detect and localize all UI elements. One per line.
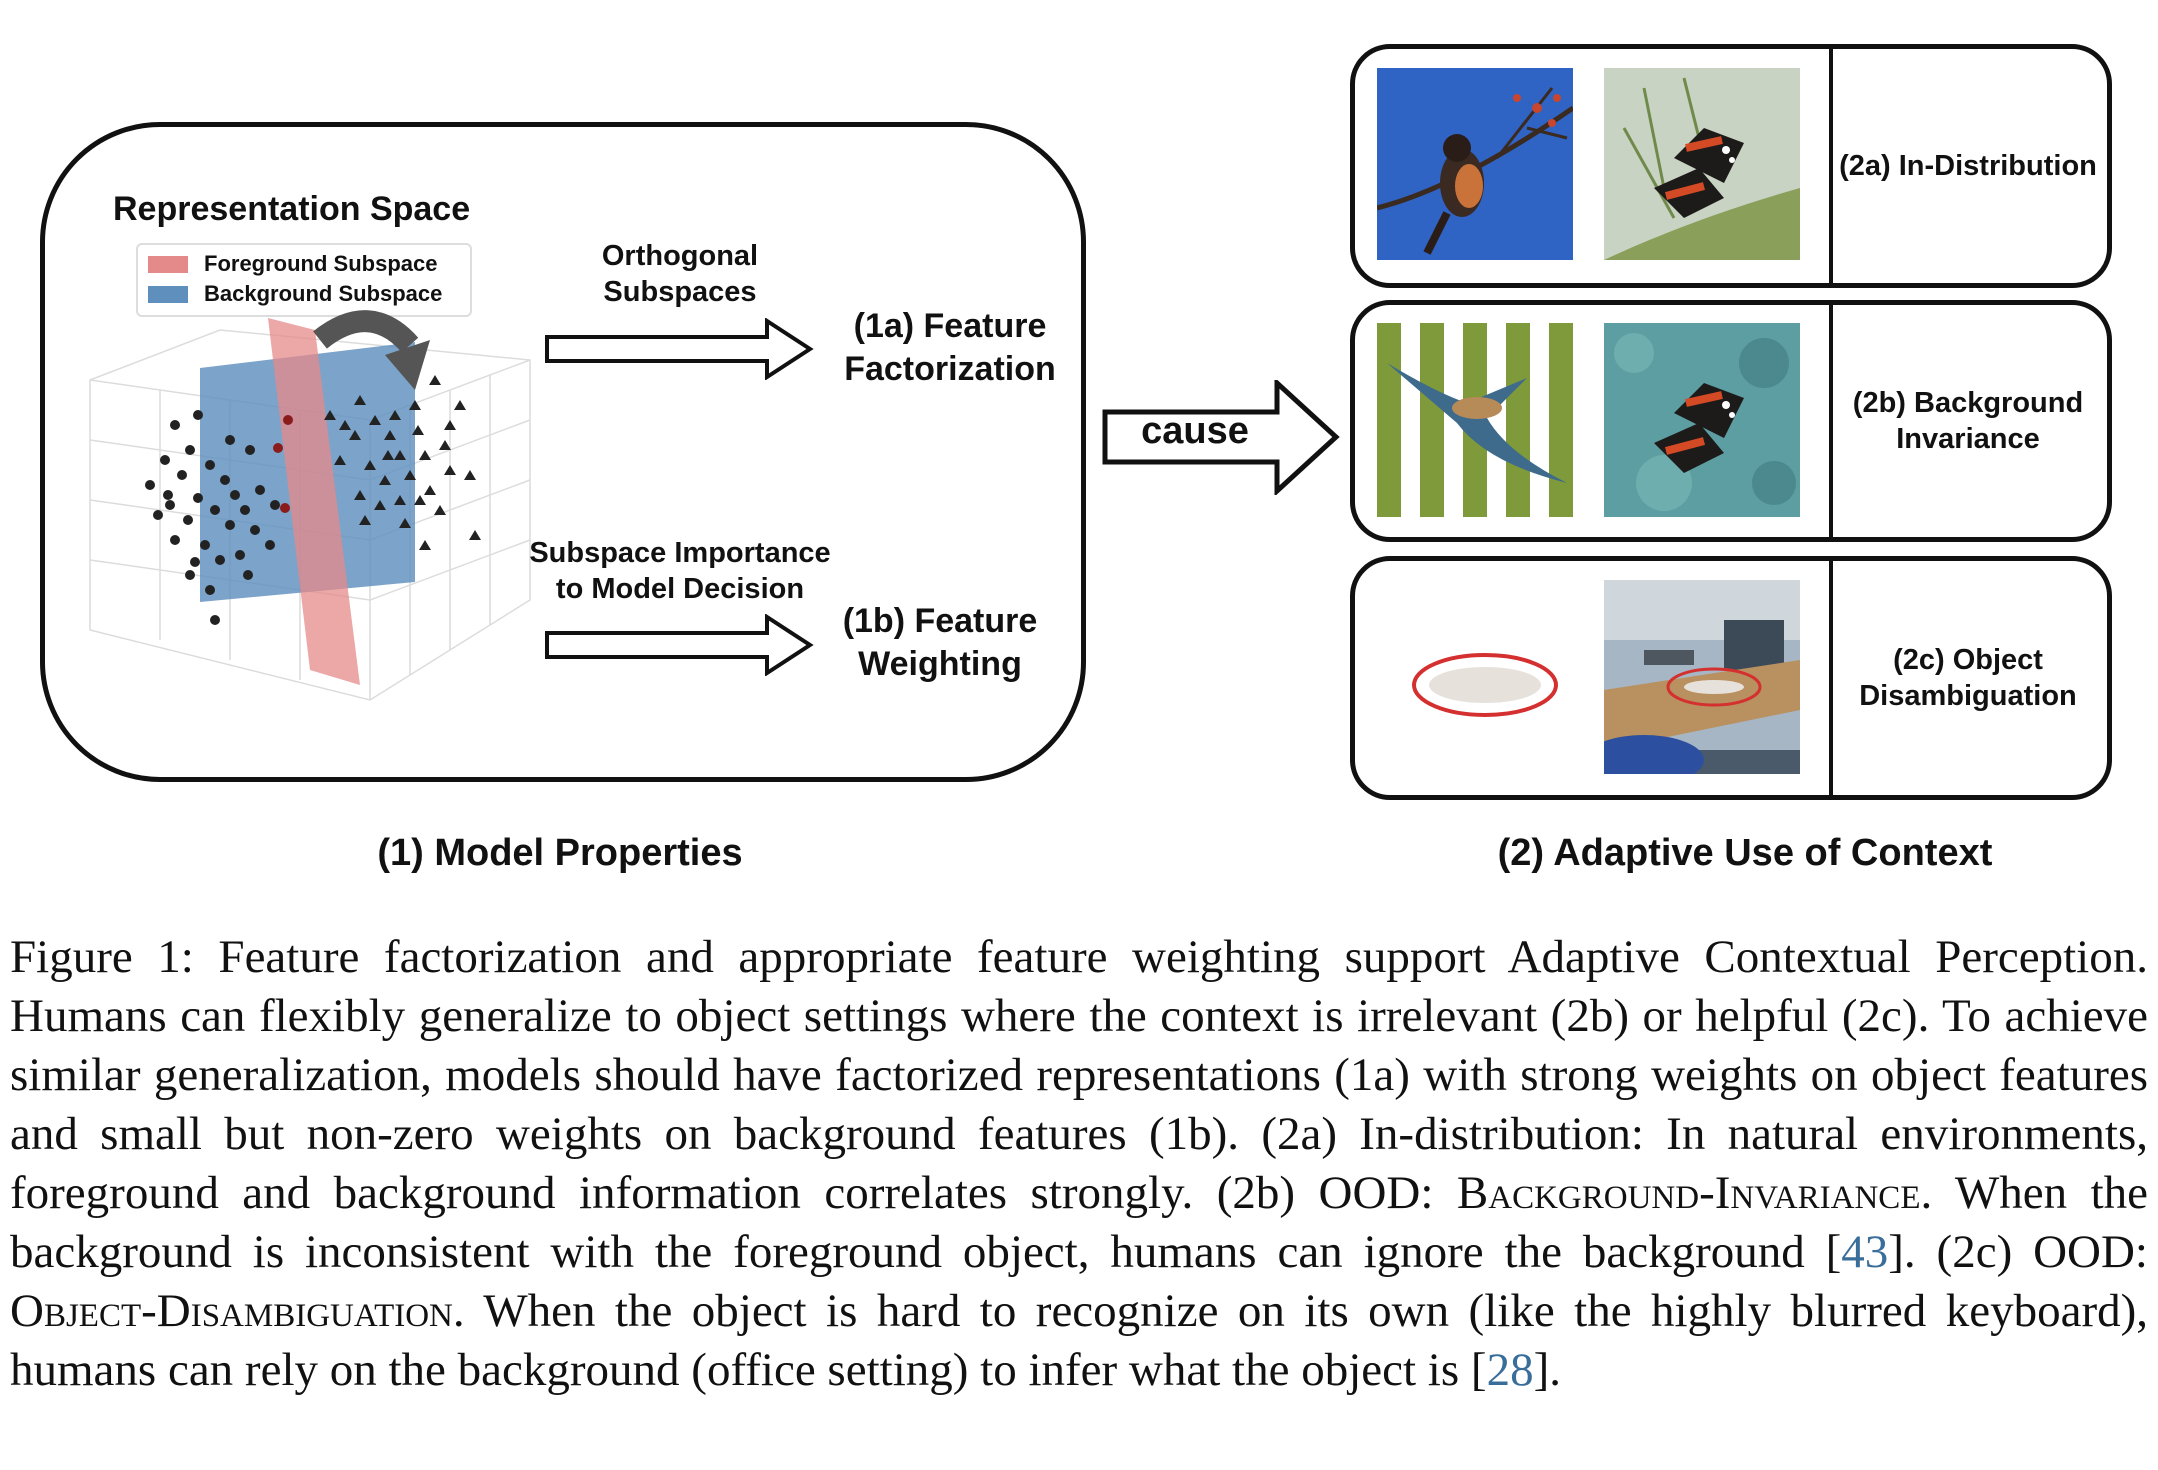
foreground-subspace-plane — [268, 318, 360, 685]
caption-smallcaps-1: Background-Invariance — [1456, 1167, 1921, 1219]
cause-arrow-icon — [1102, 380, 1340, 495]
blurred-keyboard-icon — [1412, 653, 1558, 717]
cause-label: cause — [1141, 410, 1249, 452]
red-points — [273, 415, 293, 513]
object-disambiguation-label: (2c) Object Disambiguation — [1859, 643, 2077, 712]
butterfly-on-water-photo — [1604, 323, 1800, 517]
citation-link[interactable]: 28 — [1486, 1344, 1534, 1396]
caption-text-3: ]. (2c) OOD: — [1888, 1226, 2148, 1278]
in-distribution-row — [1350, 44, 2112, 288]
row-divider — [1829, 49, 1833, 283]
figure-caption: Figure 1: Feature factorization and appr… — [10, 928, 2148, 1400]
caption-text-1: Figure 1: Feature factorization and appr… — [10, 931, 2148, 1219]
representation-space-title: Representation Space — [113, 190, 471, 228]
feature-weighting-label: (1b) Feature Weighting — [842, 602, 1038, 683]
caption-text-5: ]. — [1533, 1344, 1561, 1396]
background-legend-label: Background Subspace — [204, 281, 443, 306]
caption-text-2: . When the background is inconsistent wi… — [10, 1167, 2148, 1278]
circle-points — [145, 410, 280, 625]
object-disambiguation-row — [1350, 556, 2112, 800]
bird-on-branch-photo — [1377, 68, 1573, 260]
orthogonal-subspaces-label: Orthogonal Subspaces — [601, 240, 759, 309]
model-properties-panel — [40, 122, 1086, 782]
citation-link[interactable]: 43 — [1841, 1226, 1889, 1278]
weighting-arrow-icon — [545, 614, 814, 676]
office-scene-photo — [1604, 580, 1800, 774]
background-invariance-row — [1350, 300, 2112, 542]
background-legend-swatch — [148, 286, 188, 303]
factorization-arrow-icon — [545, 318, 814, 380]
representation-space-plot — [89, 318, 531, 701]
in-distribution-label: (2a) In-Distribution — [1839, 149, 2097, 182]
rotation-arrow-icon — [313, 310, 430, 390]
foreground-legend-swatch — [148, 256, 188, 273]
legend: Foreground Subspace Background Subspace — [136, 243, 472, 317]
caption-smallcaps-2: Object-Disambiguation — [10, 1285, 453, 1337]
row-divider — [1829, 305, 1833, 537]
triangle-points — [324, 375, 481, 550]
bird-on-stripes-photo — [1377, 323, 1573, 517]
subspace-importance-label: Subspace Importance to Model Decision — [529, 537, 831, 606]
feature-factorization-label: (1a) Feature Factorization — [844, 307, 1056, 388]
foreground-legend-label: Foreground Subspace — [204, 251, 438, 276]
row-divider — [1829, 561, 1833, 795]
model-properties-caption: (1) Model Properties — [377, 832, 743, 874]
caption-text-4: . When the object is hard to recognize o… — [10, 1285, 2148, 1396]
figure: Representation Space Foreground Subspace… — [40, 44, 2112, 874]
adaptive-use-caption: (2) Adaptive Use of Context — [1497, 832, 1993, 874]
butterfly-photo — [1604, 68, 1800, 260]
background-invariance-label: (2b) Background Invariance — [1852, 386, 2084, 455]
